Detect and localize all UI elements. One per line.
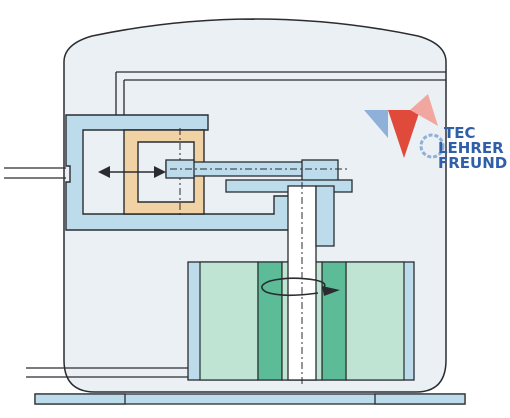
rotor-right xyxy=(321,261,347,381)
logo-triangle-center xyxy=(388,110,420,158)
base-foot-left xyxy=(34,393,126,405)
tec-lehrer-freund-logo: TEC LEHRER FREUND xyxy=(364,94,507,172)
rotation-arrowhead xyxy=(322,286,340,296)
lower-pipe xyxy=(26,367,190,378)
stator-left xyxy=(199,261,259,381)
piston xyxy=(123,129,205,215)
logo-triangle-right xyxy=(410,94,438,126)
logo-line-3: FREUND xyxy=(438,154,507,172)
arrowhead-left xyxy=(98,166,110,178)
logo-triangle-left xyxy=(364,110,388,138)
inlet-pipe xyxy=(4,167,66,179)
rotation-arrow xyxy=(261,277,326,297)
outlet-pipe xyxy=(115,71,446,115)
logo-line-1: TEC xyxy=(444,124,476,142)
logo-gear-icon xyxy=(419,133,445,159)
crank-pin xyxy=(315,185,335,247)
stator-right xyxy=(345,261,405,381)
arrowhead-right xyxy=(154,166,166,178)
logo-line-2: LEHRER xyxy=(438,139,504,157)
base-foot-right xyxy=(374,393,466,405)
